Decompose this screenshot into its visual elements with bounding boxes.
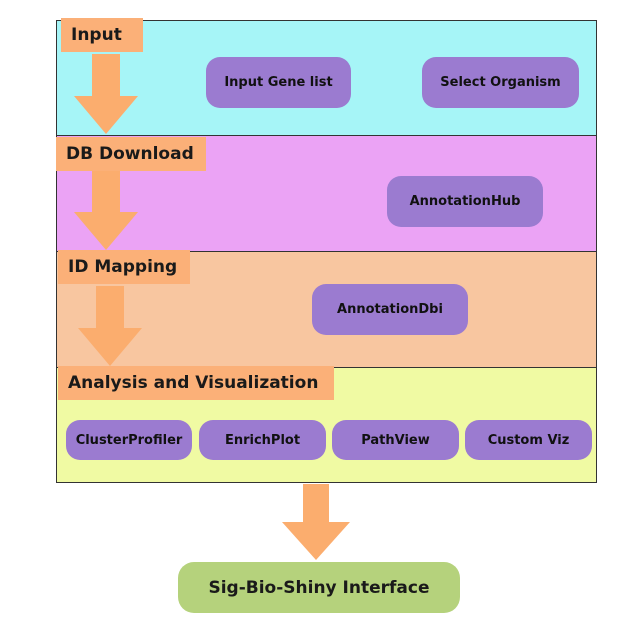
node-custom-viz: Custom Viz — [465, 420, 592, 460]
stage-label-analysis: Analysis and Visualization — [58, 366, 334, 400]
node-annotationhub: AnnotationHub — [387, 176, 543, 227]
arrow-down-icon — [74, 170, 138, 250]
stage-label-id-mapping: ID Mapping — [58, 250, 190, 284]
stage-label-input: Input — [61, 18, 143, 52]
arrow-down-icon — [74, 54, 138, 134]
node-select-organism: Select Organism — [422, 57, 579, 108]
node-input-gene-list: Input Gene list — [206, 57, 351, 108]
node-annotationdbi: AnnotationDbi — [312, 284, 468, 335]
final-interface: Sig-Bio-Shiny Interface — [178, 562, 460, 613]
node-clusterprofiler: ClusterProfiler — [66, 420, 192, 460]
arrow-down-icon — [78, 286, 142, 366]
node-enrichplot: EnrichPlot — [199, 420, 326, 460]
node-pathview: PathView — [332, 420, 459, 460]
stage-label-db-download: DB Download — [56, 137, 206, 171]
arrow-down-icon — [282, 484, 350, 560]
